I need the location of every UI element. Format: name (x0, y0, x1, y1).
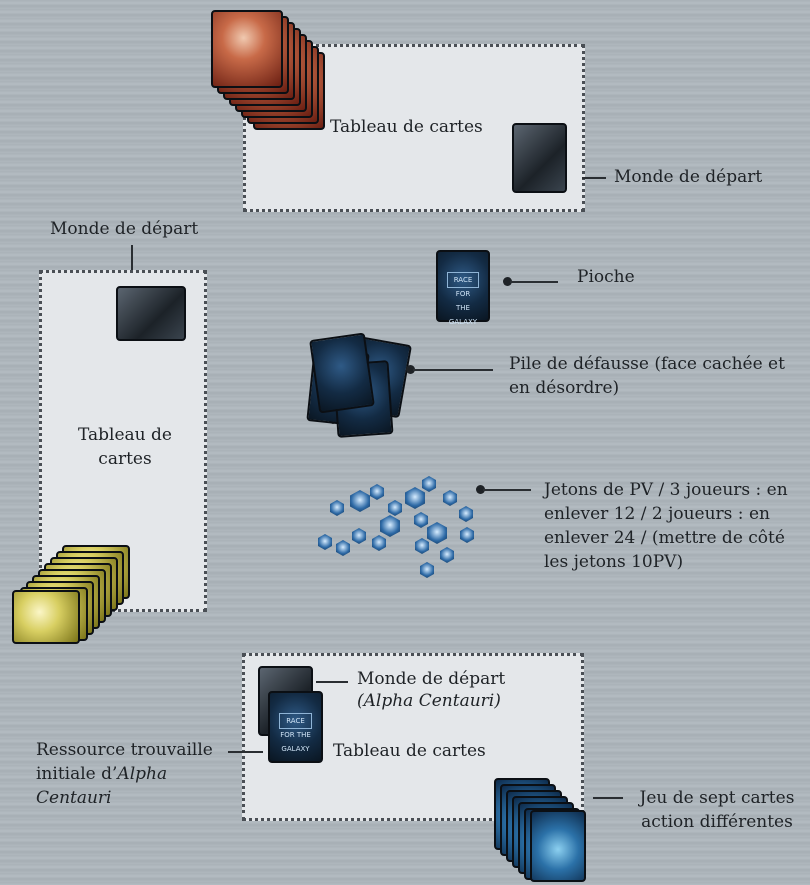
start-world-card-top (512, 123, 567, 193)
connector-defausse (413, 369, 493, 371)
pioche-label: Pioche (577, 267, 635, 287)
tableau-label-left: Tableau de cartes (78, 425, 172, 469)
defausse-label: Pile de défausse (face cachée et en déso… (509, 354, 785, 398)
card-back-logo-bottom: RACE FOR THE GALAXY (279, 713, 312, 753)
connector-jetons (483, 489, 531, 491)
tableau-label-top: Tableau de cartes (330, 117, 483, 137)
connector-monde-top (582, 177, 606, 179)
start-world-card-left (116, 286, 186, 341)
connector-dot-pioche (503, 277, 512, 286)
connector-pioche (510, 281, 558, 283)
monde-label-top: Monde de départ (614, 167, 763, 187)
connector-monde-left (131, 245, 133, 280)
connector-jeu-sept (593, 797, 623, 799)
jeu-sept-label: Jeu de sept cartes action différentes (639, 788, 795, 832)
connector-ressource (228, 751, 263, 753)
ressource-prefix: Ressource trouvaille initiale d’ (36, 740, 213, 784)
draw-pile-card: RACE FOR THE GALAXY (436, 250, 490, 326)
card-back-logo: RACE FOR THE GALAXY (447, 272, 479, 326)
connector-dot-jetons (476, 485, 485, 494)
connector-dot-defausse (406, 365, 415, 374)
monde-name-bottom: (Alpha Centauri) (357, 691, 501, 711)
resource-card-bottom: RACE FOR THE GALAXY (268, 691, 323, 763)
monde-label-bottom: Monde de départ (357, 669, 506, 689)
ressource-name: Alpha Centauri (36, 764, 168, 808)
ressource-label: Ressource trouvaille initiale d’Alpha Ce… (36, 738, 226, 810)
connector-monde-bottom (316, 681, 348, 683)
tableau-label-bottom: Tableau de cartes (333, 741, 486, 761)
monde-label-left: Monde de départ (50, 219, 199, 239)
jetons-label: Jetons de PV / 3 joueurs : en enlever 12… (544, 480, 788, 572)
